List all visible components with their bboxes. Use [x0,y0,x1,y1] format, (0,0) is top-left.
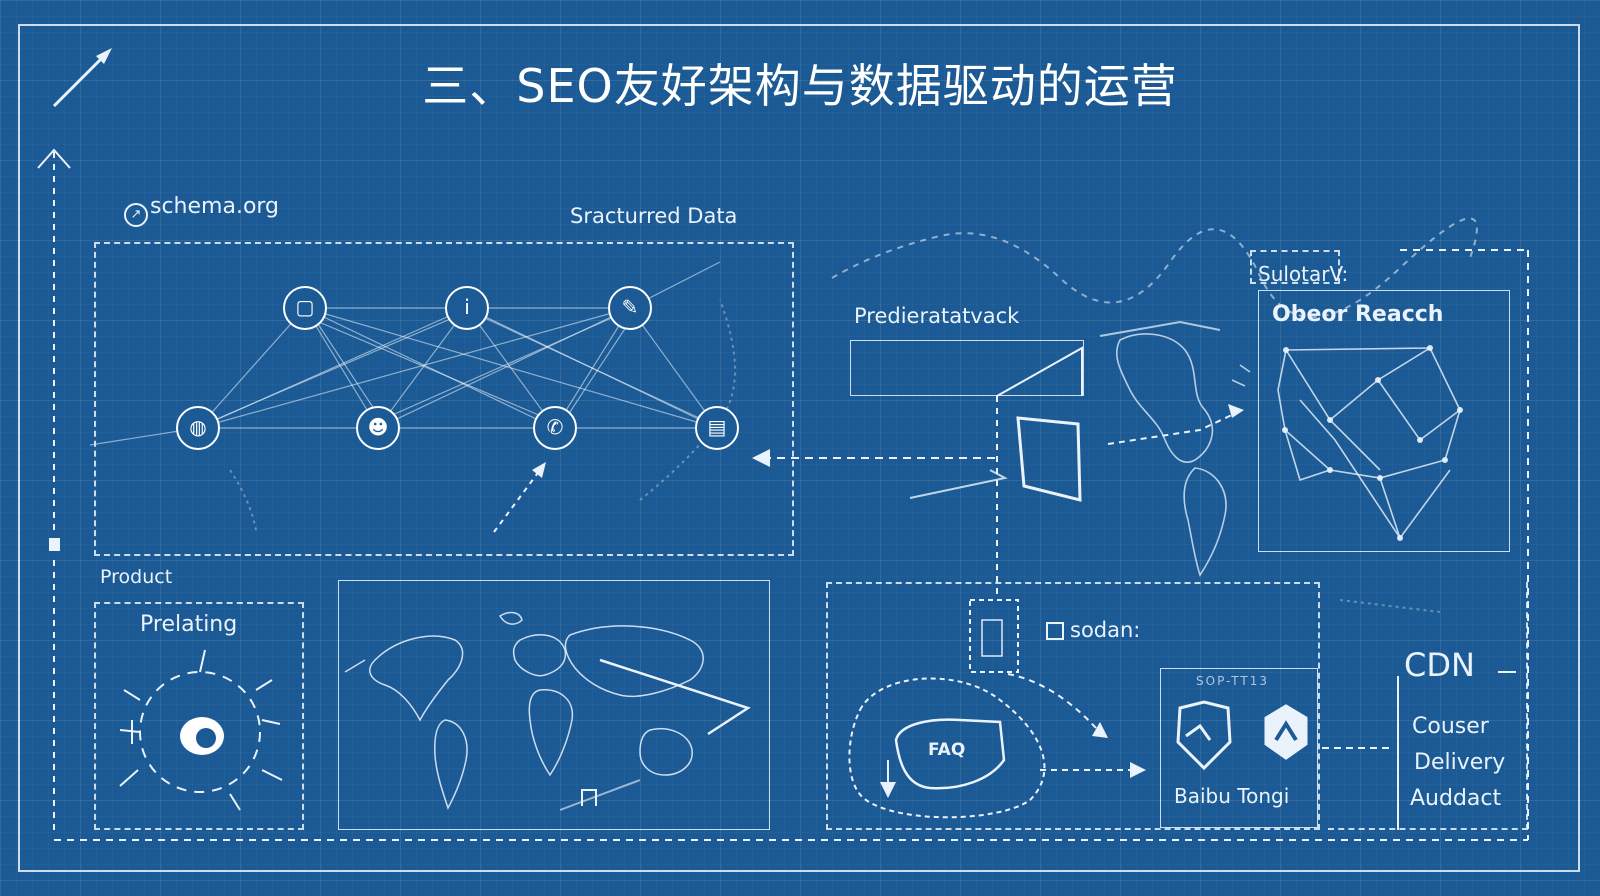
globe-icon: ◍ [176,406,220,450]
prelating-box [94,602,304,830]
couser-label: Couser [1412,714,1489,739]
chat-bubble-icon: ▢ [283,286,327,330]
code-label: SOP-TT13 [1196,674,1269,688]
baibu-tongi-label: Baibu Tongi [1174,784,1290,808]
faq-label: FAQ [928,740,966,760]
solotar-box [1250,250,1340,284]
cdn-box [1328,582,1528,830]
obeor-reach-label: Obeor Reacch [1272,302,1444,327]
info-icon: i [445,286,489,330]
schema-logo-icon: ↗ [124,203,148,227]
obeor-reach-box [1258,290,1510,552]
predictive-label: Predieratatvack [854,304,1020,328]
outer-frame [18,24,1580,872]
world-map-box [338,580,770,830]
document-icon: ▤ [695,406,739,450]
prelating-label: Prelating [140,612,238,637]
schema-org-label: ↗schema.org [124,194,279,227]
structured-data-box [94,242,794,556]
cdn-label: CDN [1404,646,1475,684]
baibu-box [1160,668,1318,828]
structured-data-label: Sracturred Data [570,204,738,228]
page-title: 三、SEO友好架构与数据驱动的运营 [422,59,1178,113]
auddact-label: Auddact [1410,786,1502,811]
phone-icon: ✆ [533,406,577,450]
predictive-input-box [850,340,1084,396]
sodan-label: sodan: [1046,618,1140,642]
delivery-label: Delivery [1414,750,1506,775]
user-icon: ☻ [356,406,400,450]
product-label: Product [100,566,173,588]
pencil-icon: ✎ [608,286,652,330]
solotar-label: SulotarV: [1258,262,1349,286]
sodan-icon [1046,622,1064,640]
faq-group-box [826,582,1320,830]
